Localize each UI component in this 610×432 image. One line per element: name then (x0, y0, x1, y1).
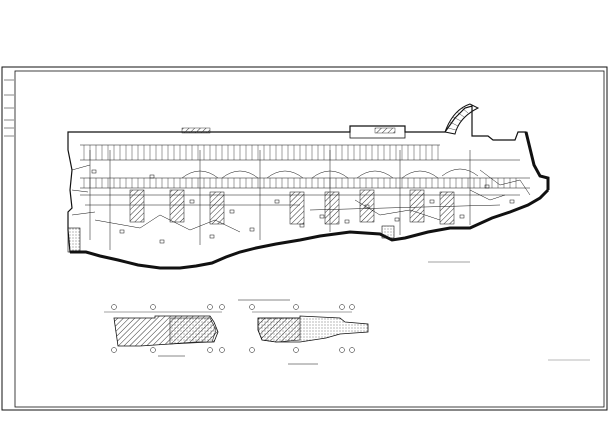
electrical-device (509, 199, 515, 204)
axis-bubble (150, 304, 156, 310)
ramp (444, 103, 480, 135)
stall-block (409, 189, 425, 223)
axis-bubble (349, 347, 355, 353)
electrical-device (429, 199, 435, 204)
electrical-device (209, 234, 215, 239)
axis-bubble (111, 347, 117, 353)
axis-bubble (219, 304, 225, 310)
inset-plan-left (104, 304, 225, 357)
electrical-device (229, 209, 235, 214)
electrical-device (364, 204, 370, 209)
axis-bubble (207, 347, 213, 353)
electrical-device (159, 239, 165, 244)
electrical-device (394, 217, 400, 222)
axis-bubble (150, 347, 156, 353)
binding-strip (4, 79, 14, 137)
electrical-device (249, 227, 255, 232)
vault-arc (221, 170, 259, 179)
axis-bubble (293, 347, 299, 353)
vault-arc (266, 170, 304, 179)
electrical-device (319, 214, 325, 219)
stall-block (324, 191, 340, 225)
plan-wall-south (70, 188, 550, 270)
stall-block (129, 189, 145, 223)
electrical-device (189, 199, 195, 204)
electrical-devices (91, 169, 515, 244)
parking-stall-blocks (129, 168, 479, 225)
electrical-device (91, 169, 97, 174)
vault-arc (441, 168, 479, 177)
vault-arc (401, 170, 439, 179)
stall-block (289, 191, 305, 225)
electrical-device (459, 214, 465, 219)
inset-plan-right (249, 304, 369, 365)
axis-bubble (339, 304, 345, 310)
stall-block (169, 189, 185, 223)
electrical-device (344, 219, 350, 224)
bay-dividers (83, 145, 517, 188)
axis-bubble (339, 347, 345, 353)
electrical-wiring (71, 150, 531, 250)
wall-block-left (67, 227, 81, 253)
electrical-device (299, 223, 305, 228)
inset-right-hatched-zone (257, 317, 301, 343)
stair-core (349, 125, 406, 139)
electrical-device (119, 229, 125, 234)
axis-bubble (349, 304, 355, 310)
drawing-frame (14, 70, 605, 408)
ramp-lines (447, 107, 469, 131)
main-floor-plan (67, 103, 550, 301)
electrical-device (274, 199, 280, 204)
inset-left-dotted-zone (169, 317, 217, 345)
stall-block (359, 189, 375, 223)
plan-outline (67, 105, 549, 269)
stall-block (209, 191, 225, 225)
vault-arc (356, 170, 394, 179)
plan-wall-east (524, 131, 550, 190)
sheet-border (1, 66, 608, 411)
electrical-device (149, 174, 155, 179)
electrical-device (484, 184, 490, 189)
axis-bubble (207, 304, 213, 310)
inset-right-axis-markers (249, 304, 355, 353)
inset-left-axis-markers (111, 304, 225, 353)
parking-bays-north (80, 144, 530, 189)
wall-block-right (381, 225, 395, 239)
axis-bubble (293, 304, 299, 310)
axis-bubble (111, 304, 117, 310)
axis-bubble (249, 347, 255, 353)
stair-hatch-1 (181, 127, 211, 134)
axis-bubble (249, 304, 255, 310)
stall-block (439, 191, 455, 225)
axis-bubble (219, 347, 225, 353)
stair-hatch-2 (374, 127, 396, 134)
